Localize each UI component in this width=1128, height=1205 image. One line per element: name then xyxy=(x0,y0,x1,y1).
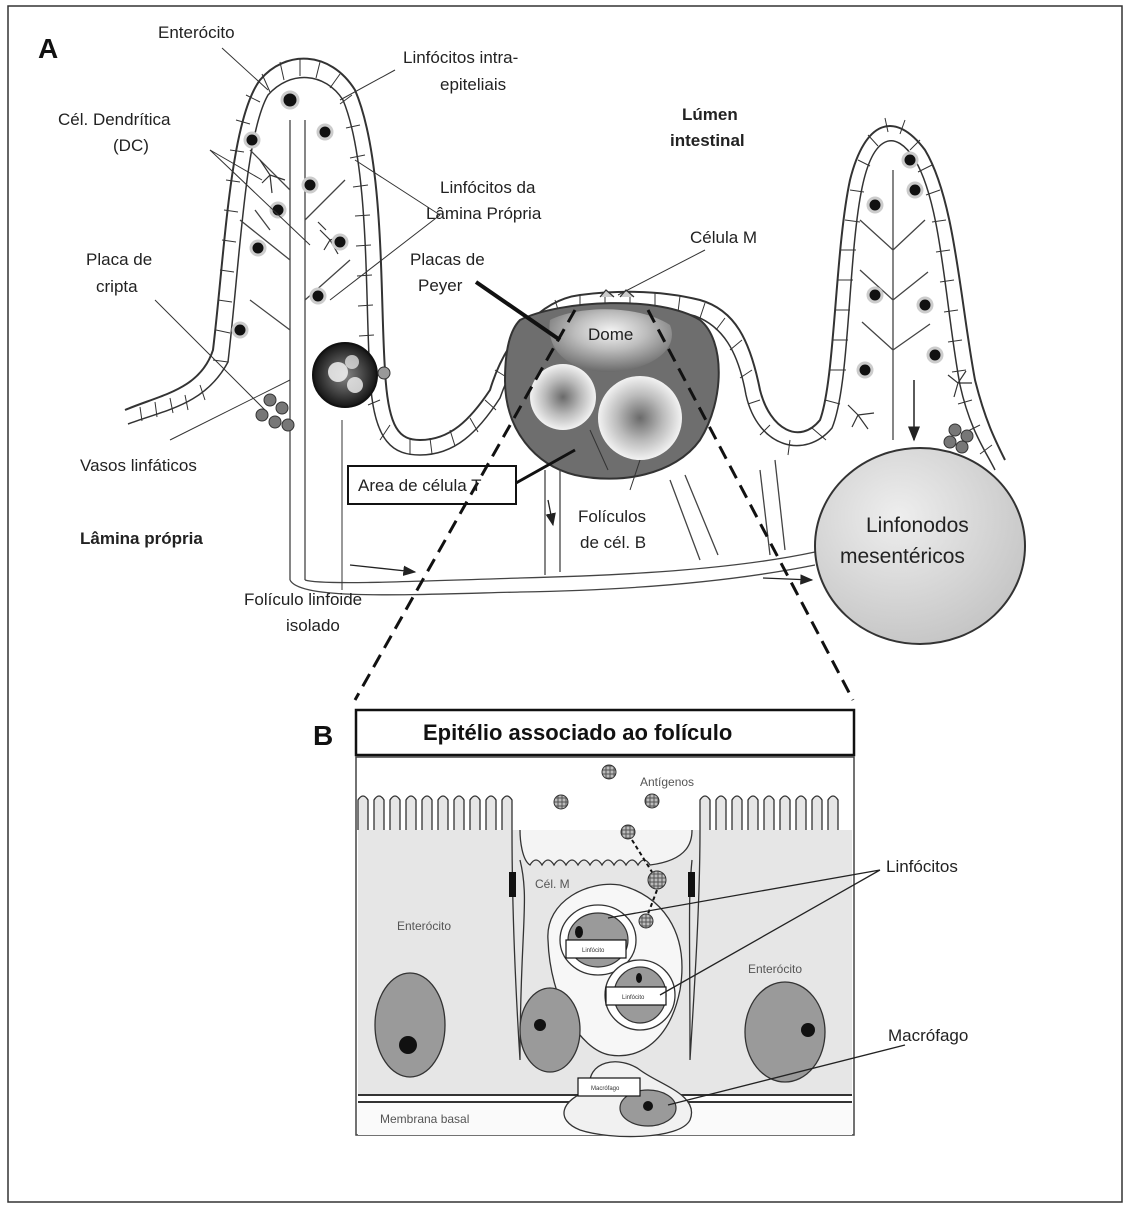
lymphocytes-villus-right xyxy=(858,153,973,453)
label-dome: Dome xyxy=(588,325,633,344)
enterocyte-nucleus xyxy=(375,973,445,1077)
dendritic-cell xyxy=(260,160,285,193)
label-linfocitos-lamina-1: Linfócitos da xyxy=(440,178,536,197)
label-placa-cripta-2: cripta xyxy=(96,277,138,296)
label-cel-m: Cél. M xyxy=(535,877,570,891)
label-placas-peyer-2: Peyer xyxy=(418,276,463,295)
label-linfocitos: Linfócitos xyxy=(886,857,958,876)
panel-a-letter: A xyxy=(38,33,58,64)
tight-junction xyxy=(509,872,516,897)
label-membrana-basal: Membrana basal xyxy=(380,1112,469,1126)
label-celula-m: Célula M xyxy=(690,228,757,247)
label-lumen-1: Lúmen xyxy=(682,105,738,124)
label-placa-cripta-1: Placa de xyxy=(86,250,152,269)
label-linfocitos-lamina-2: Lâmina Própria xyxy=(426,204,542,223)
linfocito-tag-2: Linfócito xyxy=(622,995,645,1001)
lymphatic-vessel xyxy=(290,565,815,595)
panel-b-title: Epitélio associado ao folículo xyxy=(423,720,732,745)
label-foliculo-isolado-1: Folículo linfoide xyxy=(244,590,362,609)
label-linfocitos-intra-1: Linfócitos intra- xyxy=(403,48,518,67)
label-macrofago: Macrófago xyxy=(888,1026,968,1045)
label-enterocito-left: Enterócito xyxy=(397,919,451,933)
label-placas-peyer-1: Placas de xyxy=(410,250,485,269)
label-foliculos-b-2: de cél. B xyxy=(580,533,646,552)
dendritic-cell xyxy=(848,405,874,429)
panel-b-letter: B xyxy=(313,720,333,751)
macrofago-tag: Macrófago xyxy=(591,1086,620,1092)
label-enterocito-right: Enterócito xyxy=(748,962,802,976)
m-cell-apical xyxy=(520,830,692,865)
lymphocyte xyxy=(520,988,580,1072)
label-foliculos-b-1: Folículos xyxy=(578,507,646,526)
panel-b: B Epitélio associado ao folículo Linfóci… xyxy=(313,710,968,1137)
label-area-celula-t: Area de célula T xyxy=(358,476,481,495)
panel-a: A Enterócito Linfócitos intra- epiteliai… xyxy=(38,23,1025,700)
label-cel-dendritica-1: Cél. Dendrítica xyxy=(58,110,171,129)
label-lamina-propria: Lâmina própria xyxy=(80,529,203,548)
microvilli-right xyxy=(700,796,838,830)
label-linfonodos-1: Linfonodos xyxy=(866,514,969,537)
label-foliculo-isolado-2: isolado xyxy=(286,616,340,635)
label-linfonodos-2: mesentéricos xyxy=(840,545,965,568)
label-vasos-linfaticos: Vasos linfáticos xyxy=(80,456,197,475)
tight-junction xyxy=(688,872,695,897)
label-antigenos: Antígenos xyxy=(640,775,694,789)
label-enterocito: Enterócito xyxy=(158,23,235,42)
b-cell-follicle xyxy=(598,376,682,460)
label-linfocitos-intra-2: epiteliais xyxy=(440,75,506,94)
label-lumen-2: intestinal xyxy=(670,131,745,150)
label-cel-dendritica-2: (DC) xyxy=(113,136,149,155)
linfocito-tag-1: Linfócito xyxy=(582,948,605,954)
